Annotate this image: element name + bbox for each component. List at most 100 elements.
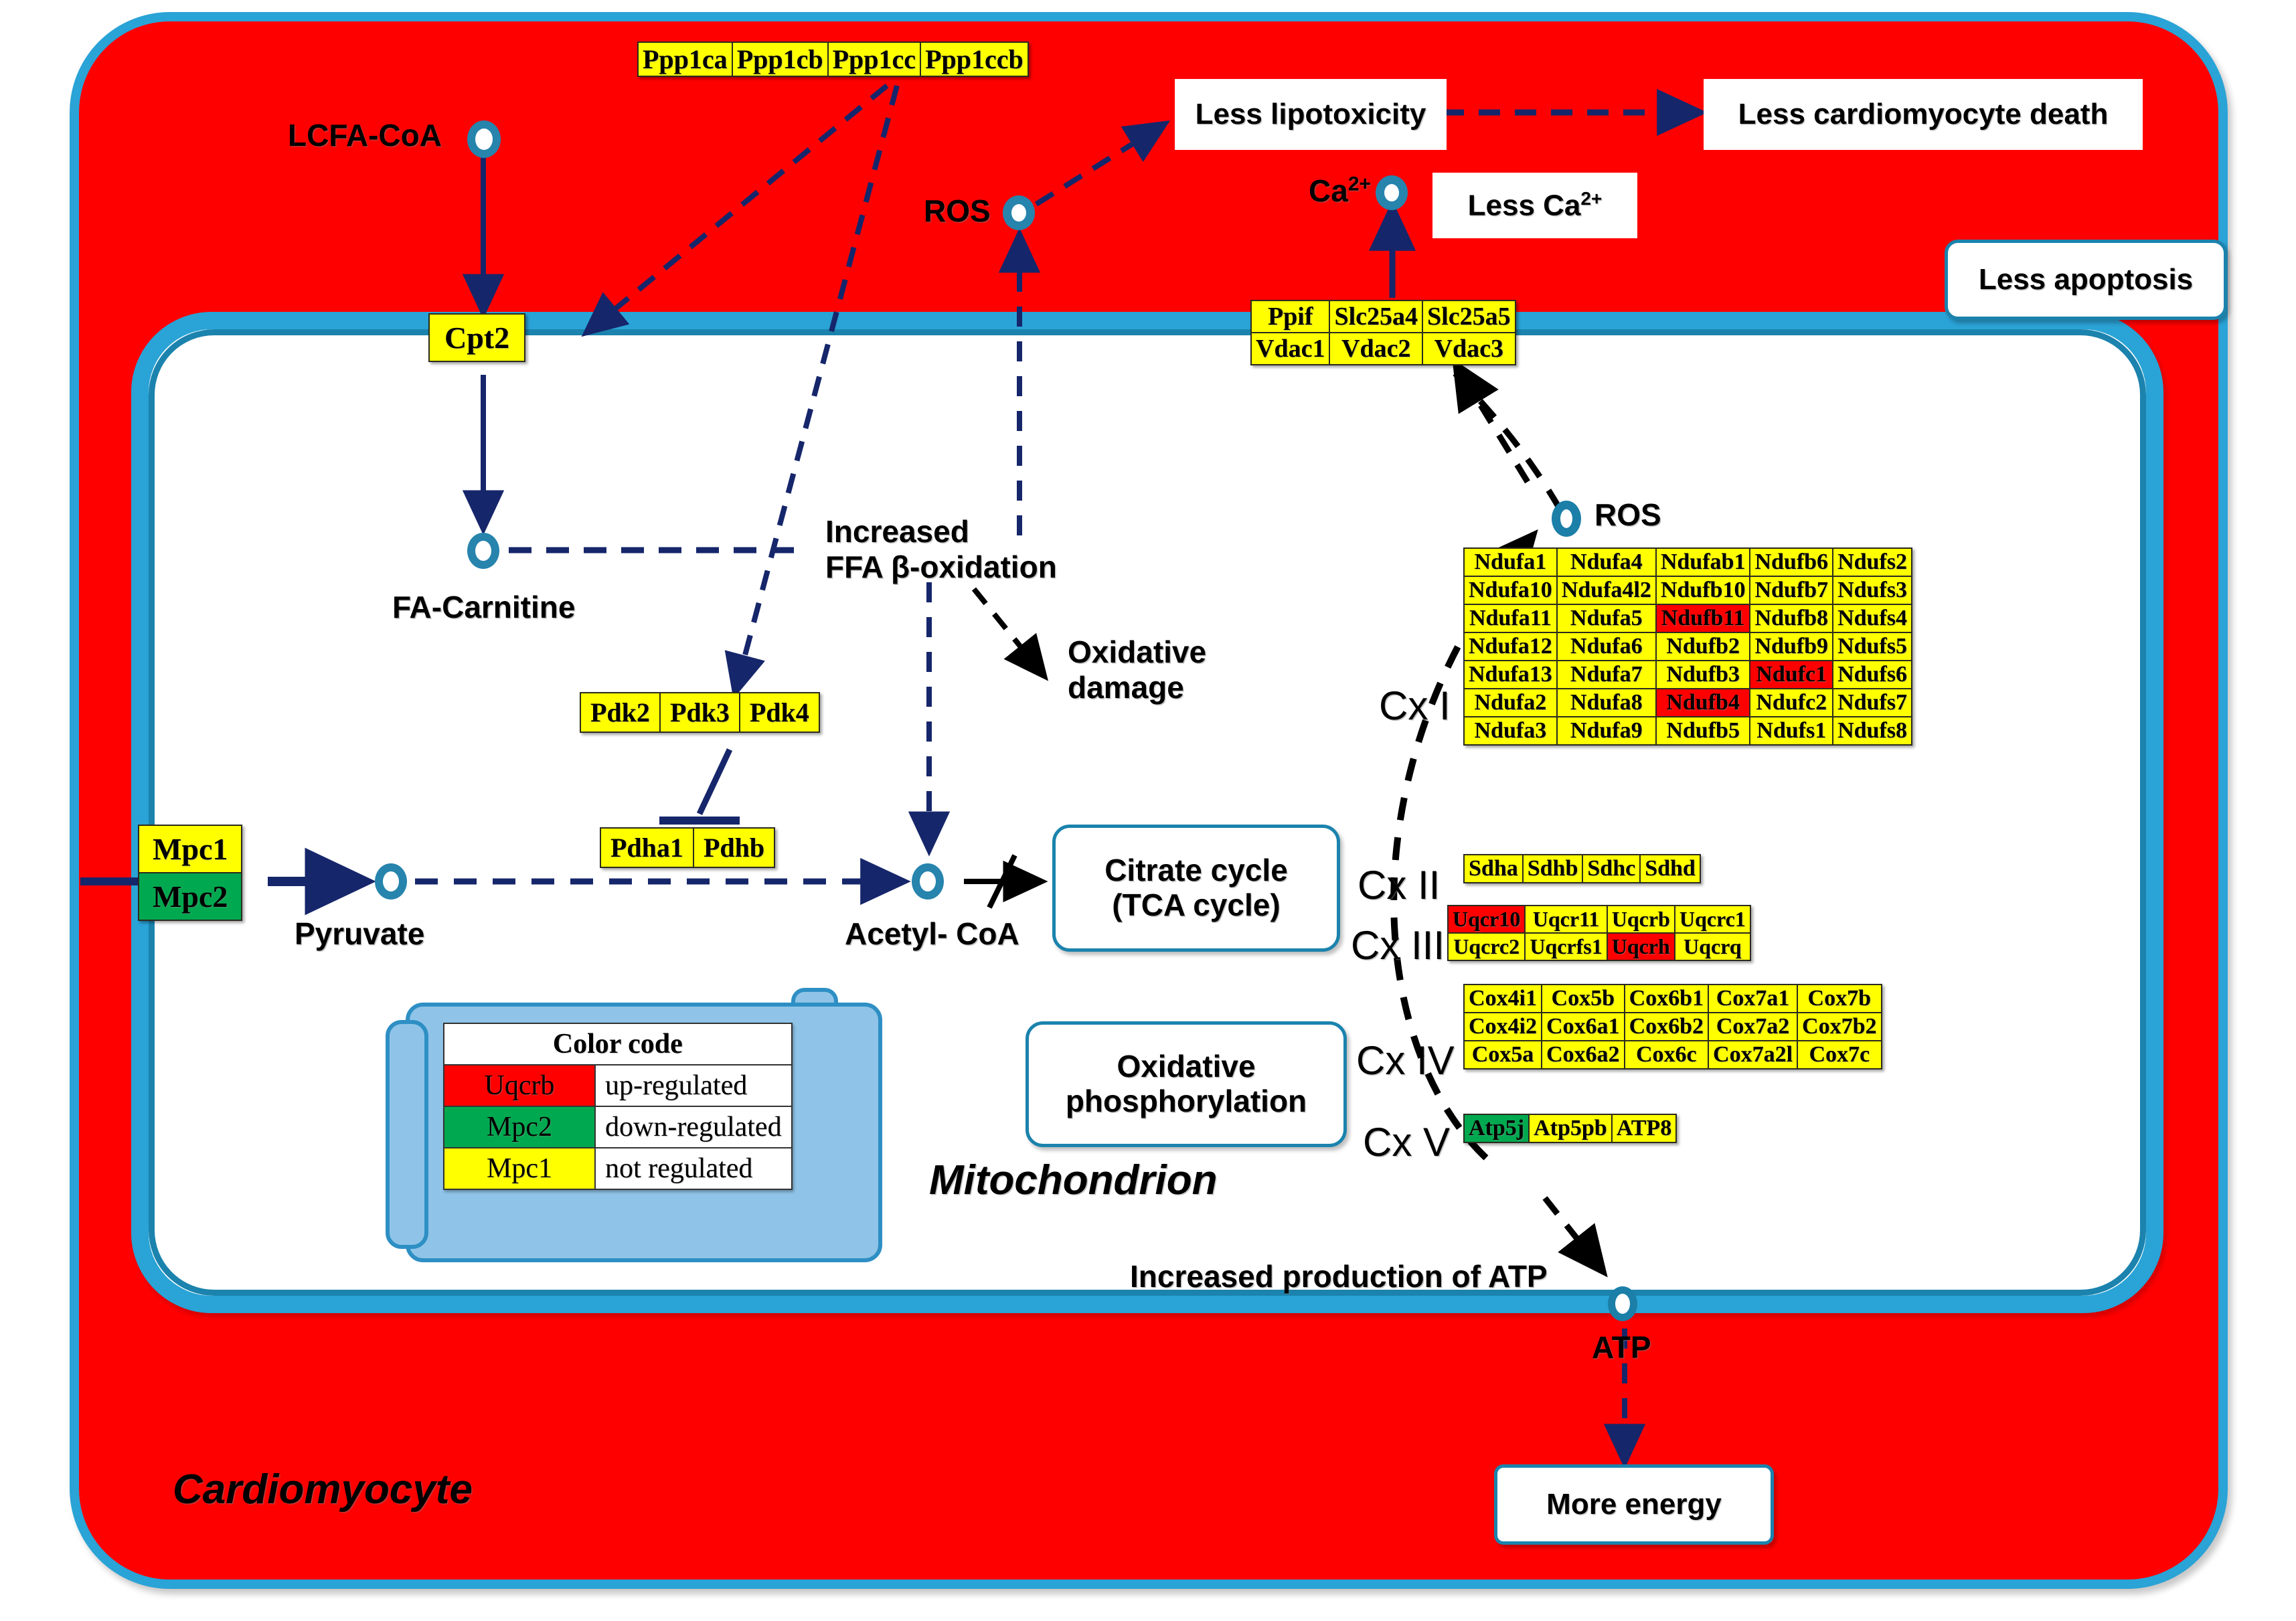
gene-cell[interactable]: Uqcrb <box>1606 905 1675 934</box>
gene-cell[interactable]: Vdac3 <box>1422 332 1516 365</box>
fa-carnitine-node[interactable] <box>467 533 499 569</box>
gene-cell-mpc1[interactable]: Mpc1 <box>137 825 243 873</box>
gene-cell[interactable]: Ndufa6 <box>1556 632 1657 661</box>
gene-cell[interactable]: Ndufs5 <box>1832 632 1912 661</box>
gene-cell[interactable]: Pdk2 <box>580 692 661 733</box>
gene-cell[interactable]: Ndufa8 <box>1556 688 1657 717</box>
gene-cell[interactable]: Cox5a <box>1463 1040 1542 1070</box>
gene-cell[interactable]: Cox4i2 <box>1463 1012 1542 1041</box>
gene-cell[interactable]: Sdha <box>1463 854 1524 883</box>
gene-cell[interactable]: Ppif <box>1250 300 1331 333</box>
gene-cell[interactable]: Vdac2 <box>1329 332 1424 365</box>
gene-cell[interactable]: Uqcr10 <box>1447 905 1526 934</box>
gene-cell[interactable]: Uqcrc2 <box>1447 932 1526 961</box>
lcfa-coa-node[interactable] <box>467 120 501 158</box>
gene-cell[interactable]: Cox7a1 <box>1708 984 1799 1013</box>
gene-cell[interactable]: Ndufb7 <box>1749 576 1834 605</box>
gene-cell[interactable]: Uqcr11 <box>1524 905 1608 934</box>
gene-cell[interactable]: ATP8 <box>1611 1114 1677 1143</box>
gene-cell[interactable]: Ndufa1 <box>1463 547 1558 577</box>
gene-cell[interactable]: Pdk3 <box>659 692 740 733</box>
gene-cell[interactable]: Ndufs6 <box>1832 660 1912 689</box>
atp-node[interactable] <box>1608 1286 1637 1321</box>
less-apoptosis-box[interactable]: Less apoptosis <box>1945 240 2227 320</box>
citrate-cycle-box[interactable]: Citrate cycle (TCA cycle) <box>1052 825 1340 952</box>
gene-cell[interactable]: Ndufs3 <box>1832 576 1912 605</box>
gene-cell[interactable]: Cox7c <box>1797 1040 1882 1070</box>
less-lipotoxicity-box[interactable]: Less lipotoxicity <box>1175 79 1447 150</box>
gene-cell[interactable]: Ndufa11 <box>1463 604 1558 633</box>
gene-cell[interactable]: Ndufb9 <box>1749 632 1834 661</box>
gene-cell[interactable]: Uqcrq <box>1673 932 1751 961</box>
gene-cell[interactable]: Sdhd <box>1639 854 1701 883</box>
gene-cell[interactable]: Ndufb2 <box>1655 632 1751 661</box>
gene-cell[interactable]: Ppp1cb <box>731 41 829 77</box>
gene-cell[interactable]: Ndufa13 <box>1463 660 1558 689</box>
oxidative-phosphorylation-box[interactable]: Oxidative phosphorylation <box>1026 1021 1347 1147</box>
gene-cell[interactable]: Ndufs8 <box>1832 716 1912 746</box>
gene-cell[interactable]: Vdac1 <box>1250 332 1331 365</box>
gene-cell[interactable]: Ndufa5 <box>1556 604 1657 633</box>
gene-cell[interactable]: Atp5pb <box>1528 1114 1613 1143</box>
ros-mito-node[interactable] <box>1552 501 1581 537</box>
gene-cell[interactable]: Ndufa2 <box>1463 688 1558 717</box>
gene-cell[interactable]: Ndufa4l2 <box>1556 576 1657 605</box>
gene-cell[interactable]: Sdhc <box>1582 854 1641 883</box>
gene-cell[interactable]: Ndufa12 <box>1463 632 1558 661</box>
gene-cell[interactable]: Ndufb10 <box>1655 576 1751 605</box>
gene-cell[interactable]: Ndufb4 <box>1655 688 1751 717</box>
gene-cell[interactable]: Ndufa7 <box>1556 660 1657 689</box>
gene-cell[interactable]: Slc25a5 <box>1422 300 1516 333</box>
gene-cell[interactable]: Ndufa3 <box>1463 716 1558 746</box>
gene-cell[interactable]: Uqcrc1 <box>1673 905 1751 934</box>
gene-cell[interactable]: Ndufa4 <box>1556 547 1657 577</box>
gene-cell[interactable]: Ndufc1 <box>1749 660 1834 689</box>
gene-cell[interactable]: Ndufb5 <box>1655 716 1751 746</box>
gene-cell[interactable]: Ppp1ccb <box>920 41 1029 77</box>
pyruvate-node[interactable] <box>375 863 407 900</box>
gene-cell[interactable]: Ppp1ca <box>637 41 733 77</box>
gene-cell[interactable]: Ppp1cc <box>827 41 922 77</box>
gene-cell[interactable]: Cox6b2 <box>1623 1012 1710 1041</box>
ros-cytosol-node[interactable] <box>1003 195 1035 230</box>
gene-cell[interactable]: Ndufs2 <box>1832 547 1912 577</box>
less-cardiomyocyte-death-box[interactable]: Less cardiomyocyte death <box>1704 79 2143 150</box>
gene-cell[interactable]: Uqcrfs1 <box>1524 932 1608 961</box>
gene-cell[interactable]: Cox6a2 <box>1541 1040 1625 1070</box>
gene-cell[interactable]: Uqcrh <box>1606 932 1675 961</box>
gene-cell[interactable]: Ndufb6 <box>1749 547 1834 577</box>
gene-cell[interactable]: Cox6a1 <box>1541 1012 1625 1041</box>
gene-cell[interactable]: Cox5b <box>1541 984 1625 1013</box>
gene-cell[interactable]: Cox7b2 <box>1797 1012 1882 1041</box>
gene-cell[interactable]: Ndufb11 <box>1655 604 1751 633</box>
gene-cell[interactable]: Cox6b1 <box>1623 984 1710 1013</box>
gene-cell-mpc2[interactable]: Mpc2 <box>137 872 243 921</box>
gene-cell[interactable]: Cox4i1 <box>1463 984 1542 1013</box>
gene-cell[interactable]: Ndufab1 <box>1655 547 1751 577</box>
less-ca-superscript: 2+ <box>1580 188 1603 209</box>
ca2-node[interactable] <box>1376 175 1408 210</box>
gene-cell[interactable]: Pdk4 <box>738 692 820 733</box>
gene-cell[interactable]: Ndufs1 <box>1749 716 1834 746</box>
gene-cell[interactable]: Ndufb8 <box>1749 604 1834 633</box>
gene-cell[interactable]: Cpt2 <box>428 313 526 362</box>
gene-cell[interactable]: Sdhb <box>1522 854 1584 883</box>
gene-cell[interactable]: Cox7b <box>1797 984 1882 1013</box>
gene-cell[interactable]: Ndufa9 <box>1556 716 1657 746</box>
gene-cell[interactable]: Pdhb <box>692 827 776 868</box>
gene-cell[interactable]: Ndufs4 <box>1832 604 1912 633</box>
gene-cell[interactable]: Cox6c <box>1623 1040 1710 1070</box>
gene-cell[interactable]: Atp5j <box>1463 1114 1530 1143</box>
gene-cell[interactable]: Ndufb3 <box>1655 660 1751 689</box>
gene-cell[interactable]: Ndufs7 <box>1832 688 1912 717</box>
gene-cell[interactable]: Slc25a4 <box>1329 300 1424 333</box>
gene-cell[interactable]: Ndufa10 <box>1463 576 1558 605</box>
gene-cell[interactable]: Cox7a2 <box>1708 1012 1799 1041</box>
gene-cell[interactable]: Ndufc2 <box>1749 688 1834 717</box>
gene-cell[interactable]: Cox7a2l <box>1708 1040 1799 1070</box>
acetyl-coa-node[interactable] <box>912 863 944 900</box>
less-ca-box[interactable]: Less Ca2+ <box>1432 173 1637 238</box>
gene-cell[interactable]: Pdha1 <box>600 827 694 868</box>
more-energy-box[interactable]: More energy <box>1494 1464 1774 1545</box>
